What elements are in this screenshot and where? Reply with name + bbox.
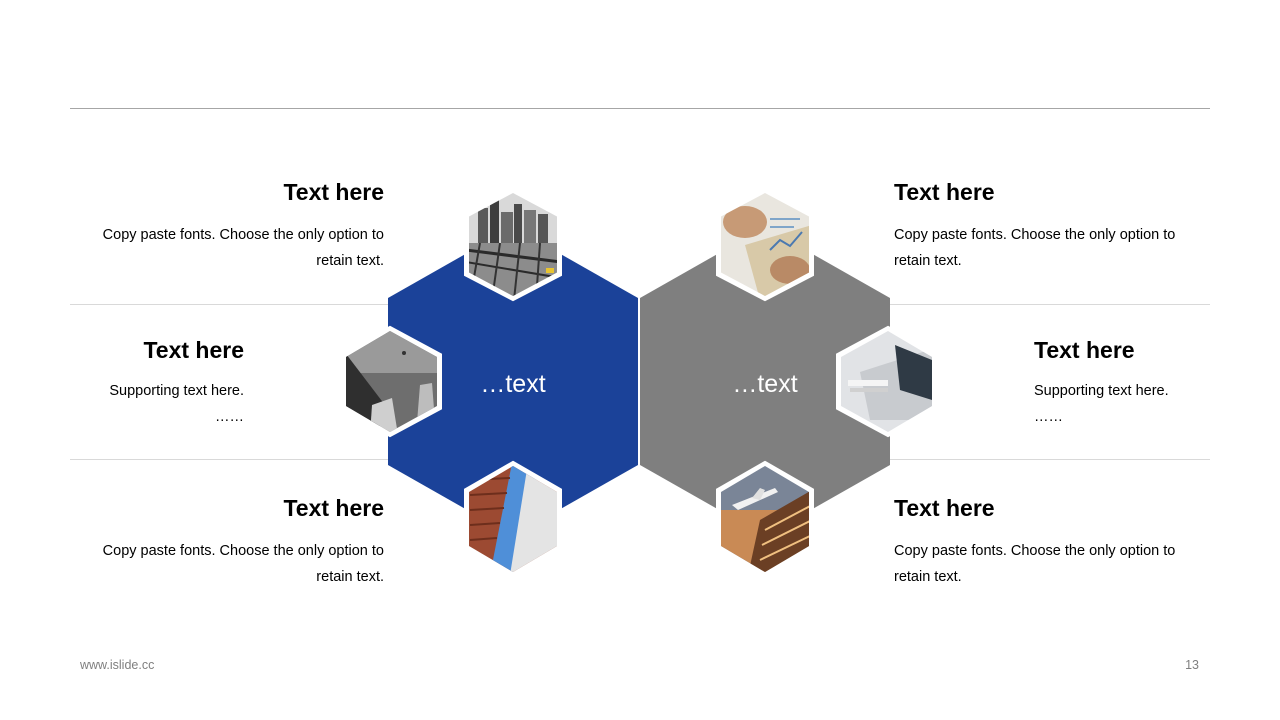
page-number: 13 [1185, 658, 1199, 672]
left-bottom-block: Text here Copy paste fonts. Choose the o… [64, 494, 384, 590]
footer-website[interactable]: www.islide.cc [80, 658, 155, 672]
left-bottom-title: Text here [283, 495, 384, 521]
left-top-line1: Copy paste fonts. Choose the only option… [102, 227, 384, 243]
left-mid-block: Text here Supporting text here. …… [64, 336, 244, 430]
top-divider [70, 108, 1210, 109]
gray-hexagon [640, 227, 890, 536]
right-bottom-block: Text here Copy paste fonts. Choose the o… [894, 494, 1214, 590]
business-charts-photo-icon [716, 187, 814, 302]
right-divider-1 [890, 304, 1210, 305]
building-facade-photo-icon [464, 460, 562, 578]
center-text-left: …text [480, 370, 545, 398]
right-bottom-line1: Copy paste fonts. Choose the only option… [894, 543, 1176, 559]
left-divider-1 [70, 304, 388, 305]
right-mid-title: Text here [1034, 337, 1135, 363]
right-divider-2 [890, 459, 1210, 460]
left-bottom-line2: retain text. [316, 569, 384, 585]
right-top-line1: Copy paste fonts. Choose the only option… [894, 227, 1176, 243]
right-bottom-line2: retain text. [894, 569, 962, 585]
city-bridge-photo-icon [464, 187, 562, 302]
left-mid-line2: …… [215, 409, 244, 425]
right-top-line2: retain text. [894, 253, 962, 269]
airplane-city-photo-icon [716, 460, 814, 578]
left-top-line2: retain text. [316, 253, 384, 269]
laptop-desk-photo-icon [836, 325, 937, 438]
left-mid-line1: Supporting text here. [109, 383, 244, 399]
left-mid-title: Text here [143, 337, 244, 363]
blue-hexagon [388, 227, 638, 536]
left-top-title: Text here [283, 179, 384, 205]
center-text-right: …text [732, 370, 797, 398]
left-top-block: Text here Copy paste fonts. Choose the o… [64, 178, 384, 274]
left-bottom-line1: Copy paste fonts. Choose the only option… [102, 543, 384, 559]
right-bottom-title: Text here [894, 495, 995, 521]
right-mid-line1: Supporting text here. [1034, 383, 1169, 399]
right-mid-line2: …… [1034, 409, 1063, 425]
right-top-block: Text here Copy paste fonts. Choose the o… [894, 178, 1214, 274]
left-divider-2 [70, 459, 388, 460]
right-mid-block: Text here Supporting text here. …… [1034, 336, 1214, 430]
right-top-title: Text here [894, 179, 995, 205]
